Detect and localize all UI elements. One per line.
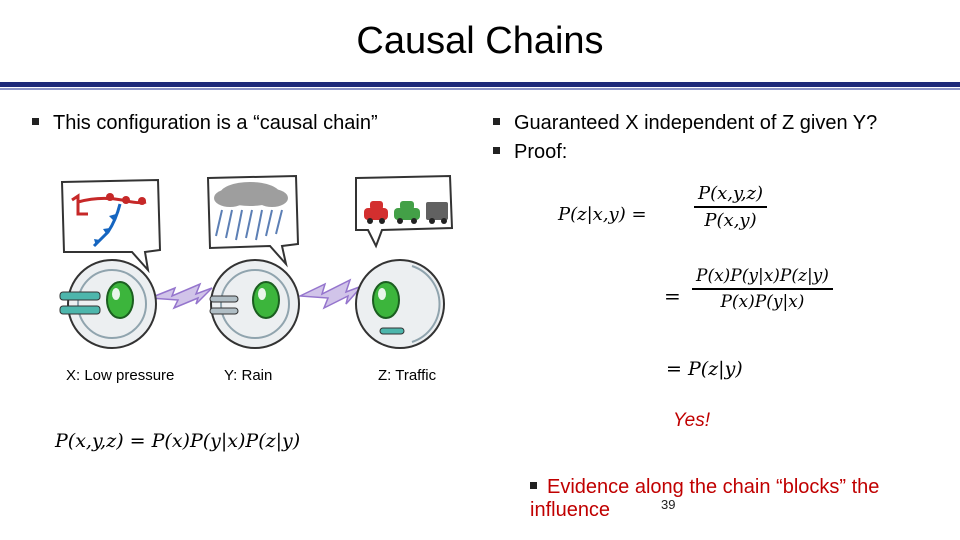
joint-formula: P(x,y,z) = P(x)P(y|x)P(z|y) [55,430,301,452]
fraction-2-denominator: P(x)P(y|x) [720,291,805,312]
bullet-marker [32,118,39,126]
robot-eye-icon [59,259,157,349]
proof-lhs: P(z|x,y) = [558,204,647,225]
left-bullet: This configuration is a “causal chain” [32,112,378,135]
right-bullet-1: Guaranteed X independent of Z given Y? [493,112,877,135]
label-x: X: Low pressure [66,367,175,384]
label-z: Z: Traffic [378,367,437,384]
slide-title: Causal Chains [356,20,604,62]
bullet-marker [493,118,500,126]
answer-yes: Yes! [673,410,710,431]
fraction-bar [694,206,768,208]
left-bullet-text: This configuration is a “causal chain” [53,112,378,134]
traffic-cars-icon [355,174,454,249]
fraction-bar [692,288,833,290]
evidence-bullet: Evidence along the chain “blocks” the in… [530,476,940,522]
right-bullet-1-text: Guaranteed X independent of Z given Y? [514,112,878,134]
page-number: 39 [661,497,676,512]
robot-eye-icon [355,259,445,349]
label-y: Y: Rain [224,367,273,384]
evidence-bullet-text: Evidence along the chain “blocks” the in… [530,476,880,521]
proof-fraction-1: P(x,y,z) P(x,y) [694,183,768,231]
rain-cloud-icon [206,174,300,268]
fraction-1-denominator: P(x,y) [704,209,757,231]
fraction-1-numerator: P(x,y,z) [698,183,764,204]
right-bullet-2: Proof: [493,141,567,164]
bullet-marker [530,482,537,490]
weather-map-icon [60,178,162,274]
bullet-marker [493,147,500,155]
proof-eq2: = [664,284,681,308]
proof-result: = P(z|y) [666,358,743,380]
causal-chain-illustration [59,174,454,349]
proof-fraction-2: P(x)P(y|x)P(z|y) P(x)P(y|x) [692,266,833,312]
right-bullet-2-text: Proof: [514,141,568,163]
robot-eye-icon [209,259,300,349]
title-rule-accent [0,88,960,90]
fraction-2-numerator: P(x)P(y|x)P(z|y) [696,266,829,286]
title-rule [0,82,960,87]
